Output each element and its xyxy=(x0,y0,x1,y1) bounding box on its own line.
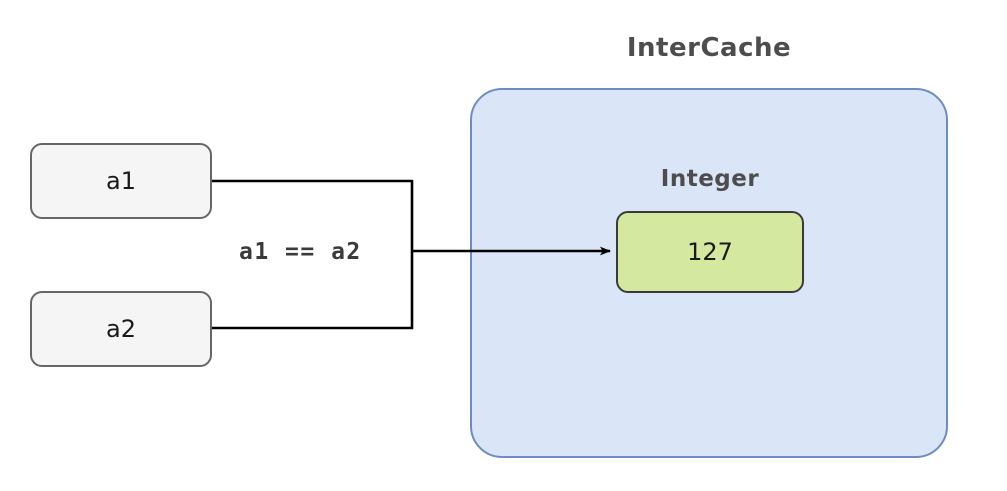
edge-label-equality: a1 == a2 xyxy=(235,237,366,267)
integer-group-label: Integer xyxy=(660,166,760,192)
node-a2[interactable]: a2 xyxy=(30,291,212,367)
intercache-title: InterCache xyxy=(626,33,792,63)
node-a1-label: a1 xyxy=(106,167,136,195)
node-integer-value[interactable]: 127 xyxy=(616,211,804,293)
node-integer-value-label: 127 xyxy=(687,238,733,266)
node-a1[interactable]: a1 xyxy=(30,143,212,219)
node-a2-label: a2 xyxy=(106,315,136,343)
